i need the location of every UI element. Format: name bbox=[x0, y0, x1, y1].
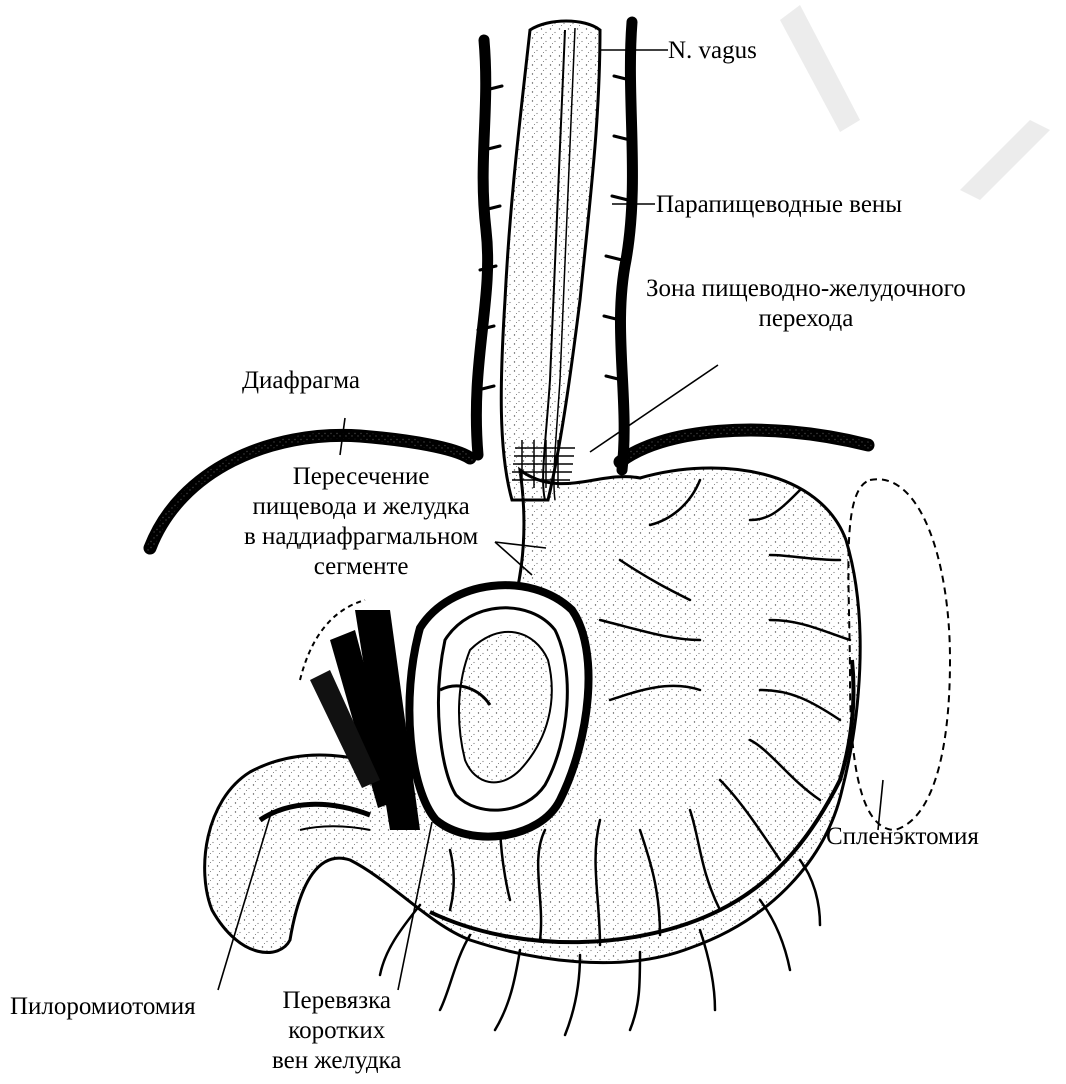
label-splenectomy: Спленэктомия bbox=[826, 822, 979, 852]
label-transection-line-1: Пересечение bbox=[244, 462, 478, 492]
label-short-gastric-ligation: Перевязка коротких вен желудка bbox=[272, 986, 401, 1076]
label-short-gastric-line-2: коротких bbox=[272, 1016, 401, 1046]
label-gej-zone: Зона пищеводно-желудочного перехода bbox=[646, 274, 966, 334]
label-transection: Пересечение пищевода и желудка в наддиаф… bbox=[244, 462, 478, 582]
watermark-strokes bbox=[780, 5, 1050, 200]
label-gej-zone-line-2: перехода bbox=[646, 304, 966, 334]
label-pyloromyotomy: Пилоромиотомия bbox=[10, 992, 196, 1022]
label-gej-zone-line-1: Зона пищеводно-желудочного bbox=[646, 274, 966, 304]
label-transection-line-2: пищевода и желудка bbox=[244, 492, 478, 522]
label-paraesophageal-veins: Парапищеводные вены bbox=[656, 190, 902, 220]
label-transection-line-4: сегменте bbox=[244, 552, 478, 582]
spleen-outline bbox=[848, 479, 950, 830]
esophagus bbox=[501, 21, 600, 500]
transection-window bbox=[409, 585, 588, 836]
label-transection-line-3: в наддиафрагмальном bbox=[244, 522, 478, 552]
label-diaphragm: Диафрагма bbox=[242, 366, 360, 396]
label-short-gastric-line-1: Перевязка bbox=[272, 986, 401, 1016]
label-short-gastric-line-3: вен желудка bbox=[272, 1046, 401, 1076]
label-n-vagus: N. vagus bbox=[668, 36, 757, 66]
